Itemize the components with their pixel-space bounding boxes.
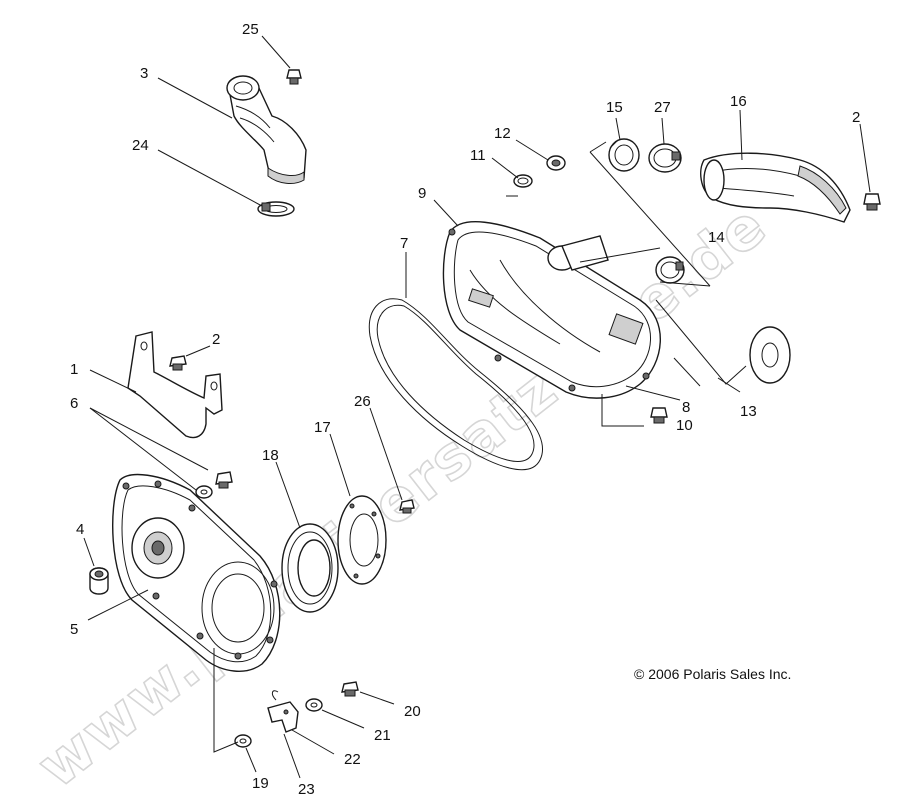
callout-21: 21 — [374, 727, 391, 744]
part-16-outlet-duct — [700, 152, 851, 223]
part-2-screw-left — [169, 355, 187, 371]
part-13-disc — [749, 326, 791, 384]
callout-2-left: 2 — [212, 331, 220, 348]
callout-2-upper: 2 — [852, 109, 860, 126]
part-23-clip — [271, 690, 279, 701]
callout-3: 3 — [140, 65, 148, 82]
part-25-screw — [286, 69, 302, 85]
callout-7: 7 — [400, 235, 408, 252]
callout-23: 23 — [298, 781, 315, 798]
part-2-screw-upper — [863, 193, 881, 211]
callout-9: 9 — [418, 185, 426, 202]
part-3-intake-duct — [226, 75, 307, 184]
callout-26: 26 — [354, 393, 371, 410]
callout-10: 10 — [676, 417, 693, 434]
callout-11: 11 — [470, 147, 486, 164]
part-14-clamp — [655, 256, 685, 284]
callout-20: 20 — [404, 703, 421, 720]
callout-22: 22 — [344, 751, 361, 768]
callout-27: 27 — [654, 99, 671, 116]
part-9-inner-cover — [442, 221, 661, 399]
part-27-clamp — [648, 143, 682, 173]
callout-13: 13 — [740, 403, 757, 420]
copyright-text: © 2006 Polaris Sales Inc. — [634, 666, 791, 682]
part-21-washer — [305, 698, 323, 712]
callout-17: 17 — [314, 419, 331, 436]
part-18-seal — [281, 523, 339, 613]
callout-14: 14 — [708, 229, 725, 246]
part-19-washer — [234, 734, 252, 748]
callout-25: 25 — [242, 21, 259, 38]
part-22-bracket — [267, 701, 299, 733]
part-6-washer-screw — [195, 471, 233, 499]
part-11-o-ring — [513, 174, 533, 188]
part-1-bracket — [127, 331, 223, 439]
part-12-fitting — [546, 155, 566, 171]
leader-lines — [83, 35, 871, 779]
part-7-drive-belt — [368, 298, 543, 471]
callout-labels: 25 3 24 12 11 15 27 16 2 9 7 14 2 1 6 26… — [70, 21, 860, 798]
part-5-outer-cover — [112, 473, 281, 672]
callout-5: 5 — [70, 621, 78, 638]
callout-1: 1 — [70, 361, 78, 378]
part-26-screw — [399, 499, 415, 514]
callout-15: 15 — [606, 99, 623, 116]
callout-19: 19 — [252, 775, 269, 792]
callout-8: 8 — [682, 399, 690, 416]
callout-6: 6 — [70, 395, 78, 412]
part-20-screw — [341, 681, 359, 697]
callout-24: 24 — [132, 137, 149, 154]
part-24-clamp — [257, 201, 295, 217]
callout-12: 12 — [494, 125, 511, 142]
part-17-plate — [337, 495, 387, 585]
part-15-coupler — [608, 138, 640, 172]
part-4-bushing — [89, 567, 109, 595]
part-10-screw — [650, 407, 668, 424]
callout-18: 18 — [262, 447, 279, 464]
callout-16: 16 — [730, 93, 747, 110]
callout-4: 4 — [76, 521, 84, 538]
